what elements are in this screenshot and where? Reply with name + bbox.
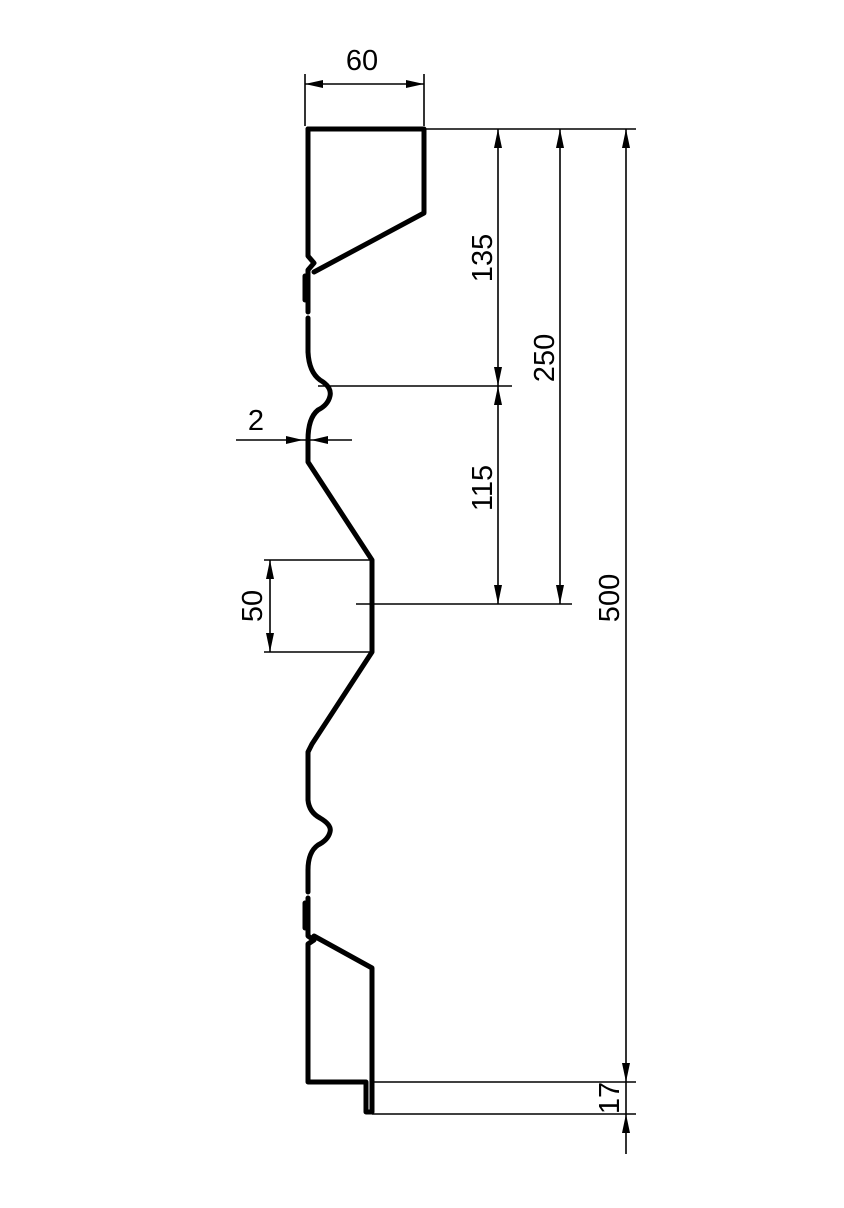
dimension-label-2: 2: [248, 405, 264, 437]
dimension-label-17: 17: [594, 1082, 626, 1114]
dimension-label-60: 60: [346, 45, 378, 77]
dimension-label-250: 250: [529, 334, 561, 382]
dimension-500: 500: [594, 129, 630, 1082]
dimension-label-135: 135: [467, 234, 499, 282]
dimension-17: 17: [372, 1081, 636, 1154]
dimension-115: 115: [467, 386, 502, 604]
profile-top-box: [305, 126, 427, 275]
dimension-thickness: 2: [236, 405, 352, 444]
dimension-label-500: 500: [594, 574, 626, 622]
dimension-label-50: 50: [237, 590, 269, 622]
dimension-250: 250: [529, 129, 564, 604]
dimension-flat-50: 50: [237, 559, 372, 653]
dimension-label-115: 115: [467, 465, 499, 511]
profile-left-contour: [305, 126, 375, 1115]
dimension-width-top: 60: [304, 45, 425, 126]
profile-outline: [302, 126, 427, 1115]
dimension-135: 135: [467, 129, 502, 386]
